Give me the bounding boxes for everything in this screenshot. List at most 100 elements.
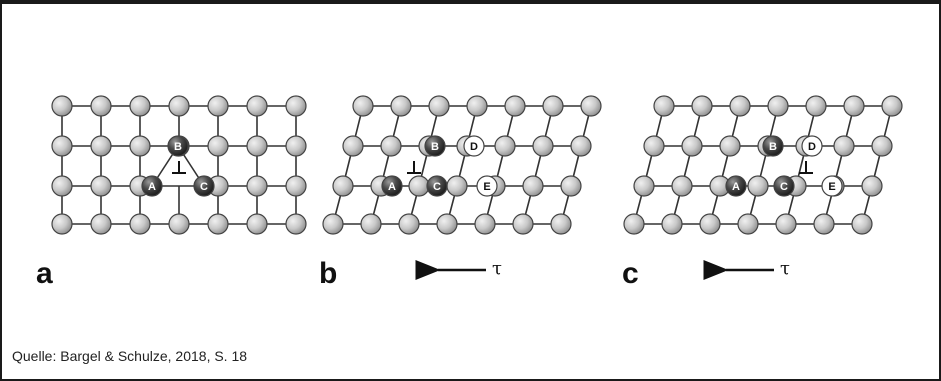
atom-label-a: A [732,181,740,193]
lattice-atom [699,213,721,235]
lattice-atom [207,95,229,117]
atom-d [463,135,485,157]
lattice-atom [861,175,883,197]
atom-label-a: A [388,181,396,193]
tau-label-b: τ [492,258,502,279]
lattice-atom [643,135,665,157]
lattice-atom [129,95,151,117]
lattice-atom [398,213,420,235]
lattice-atom [436,213,458,235]
atom-label-c: C [433,181,441,193]
atom-e [821,175,843,197]
lattice-atom [474,213,496,235]
atom-c [426,175,448,197]
dislocation-symbol [172,161,186,174]
lattice-atom [871,135,893,157]
shear-arrow-c: τ [703,258,790,280]
atom-label-e: E [483,181,490,193]
lattice-atom [747,175,769,197]
lattice-atom [322,213,344,235]
atom-b [762,135,784,157]
lattice-atom [51,135,73,157]
lattice-atom [51,175,73,197]
lattice-atom [671,175,693,197]
lattice-atom [285,95,307,117]
atom-label-b: B [431,141,439,153]
atom-label-d: D [470,141,478,153]
lattice-atom [207,213,229,235]
lattice-atom [570,135,592,157]
lattice-atom [246,135,268,157]
dislocation-symbol [799,161,813,174]
panel-label-a: a [36,257,53,290]
lattice-atom [285,135,307,157]
lattice-atom [775,213,797,235]
lattice-atom [560,175,582,197]
atom-label-a: A [148,181,156,193]
dislocation-symbol [407,161,421,174]
lattice-atom [512,213,534,235]
lattice-atom [168,213,190,235]
lattice-atom [246,213,268,235]
source-citation: Quelle: Bargel & Schulze, 2018, S. 18 [12,348,248,364]
lattice-atom [428,95,450,117]
lattice-atom [129,213,151,235]
lattice-atom [805,95,827,117]
atom-c [193,175,215,197]
lattice-atom [246,95,268,117]
shear-arrow-b: τ [415,258,502,280]
lattice-atom [285,175,307,197]
atom-b [424,135,446,157]
lattice-atom [550,213,572,235]
lattice-atom [360,213,382,235]
lattice-atom [90,135,112,157]
lattice-atom [90,213,112,235]
atom-c [773,175,795,197]
lattice-atom [580,95,602,117]
lattice-atom [504,95,526,117]
panel-b: B D A C E [322,95,602,235]
atom-a [725,175,747,197]
lattice-atom [653,95,675,117]
lattice-atom [380,135,402,157]
lattice-atom [522,175,544,197]
lattice-atom [466,95,488,117]
lattice-atom [881,95,903,117]
lattice-atom [285,213,307,235]
atom-label-c: C [780,181,788,193]
lattice-atom [813,213,835,235]
panel-label-b: b [319,257,337,290]
lattice-atom [390,95,412,117]
lattice-atom [352,95,374,117]
lattice-atom [532,135,554,157]
lattice-atom [51,213,73,235]
lattice-atom [681,135,703,157]
lattice-atom [833,135,855,157]
lattice-atom [661,213,683,235]
atom-a [141,175,163,197]
lattice-atom [342,135,364,157]
atom-e [476,175,498,197]
atom-label-e: E [828,181,835,193]
lattice-atom [542,95,564,117]
lattice-atom [719,135,741,157]
lattice-atom [332,175,354,197]
atom-a [381,175,403,197]
lattice-atom [737,213,759,235]
lattice-atom [90,95,112,117]
lattice-atom [246,175,268,197]
lattice-atom [207,135,229,157]
lattice-atom [446,175,468,197]
tau-label-c: τ [780,258,790,279]
atom-b [167,135,189,157]
lattice-atom [691,95,713,117]
lattice-atom [408,175,430,197]
panel-label-c: c [622,257,639,290]
atom-label-d: D [808,141,816,153]
lattice-atom [623,213,645,235]
lattice-atom [851,213,873,235]
